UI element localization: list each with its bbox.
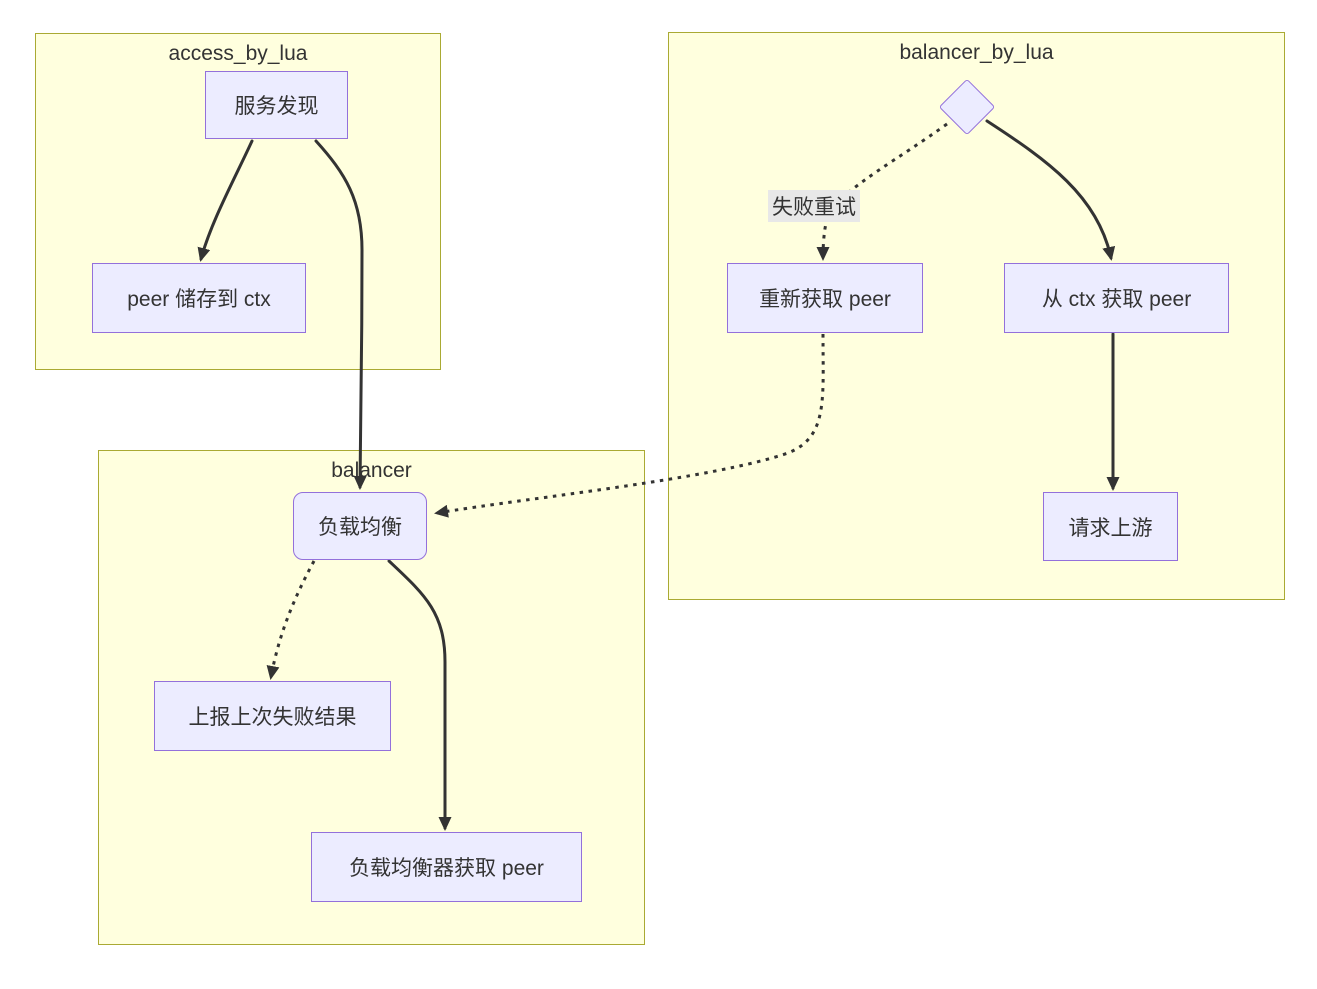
edge-decision-to-get-peer-from-ctx xyxy=(985,119,1116,261)
edge-refetch-peer-to-load-balance xyxy=(434,333,825,518)
node-report-last-failure: 上报上次失败结果 xyxy=(154,681,391,751)
edge-service-discovery-to-peer-store xyxy=(197,139,254,262)
node-load-balance: 负载均衡 xyxy=(293,492,427,560)
edge-label-retry: 失败重试 xyxy=(768,190,860,222)
cluster-title-balancer-by-lua: balancer_by_lua xyxy=(899,41,1054,64)
node-get-peer-from-ctx: 从 ctx 获取 peer xyxy=(1004,263,1229,333)
edge-load-balance-to-report-last-failure xyxy=(266,560,316,680)
cluster-title-access-by-lua: access_by_lua xyxy=(168,42,308,65)
node-service-discovery: 服务发现 xyxy=(205,71,348,139)
node-refetch-peer: 重新获取 peer xyxy=(727,263,923,333)
edge-service-discovery-to-load-balance xyxy=(314,139,367,490)
cluster-title-balancer: balancer xyxy=(331,459,412,482)
node-request-upstream: 请求上游 xyxy=(1043,492,1178,561)
edge-decision-to-refetch-peer xyxy=(816,122,948,261)
node-balancer-get-peer: 负载均衡器获取 peer xyxy=(311,832,582,902)
node-peer-store-to-ctx: peer 储存到 ctx xyxy=(92,263,306,333)
edge-load-balance-to-balancer-get-peer xyxy=(387,559,452,831)
